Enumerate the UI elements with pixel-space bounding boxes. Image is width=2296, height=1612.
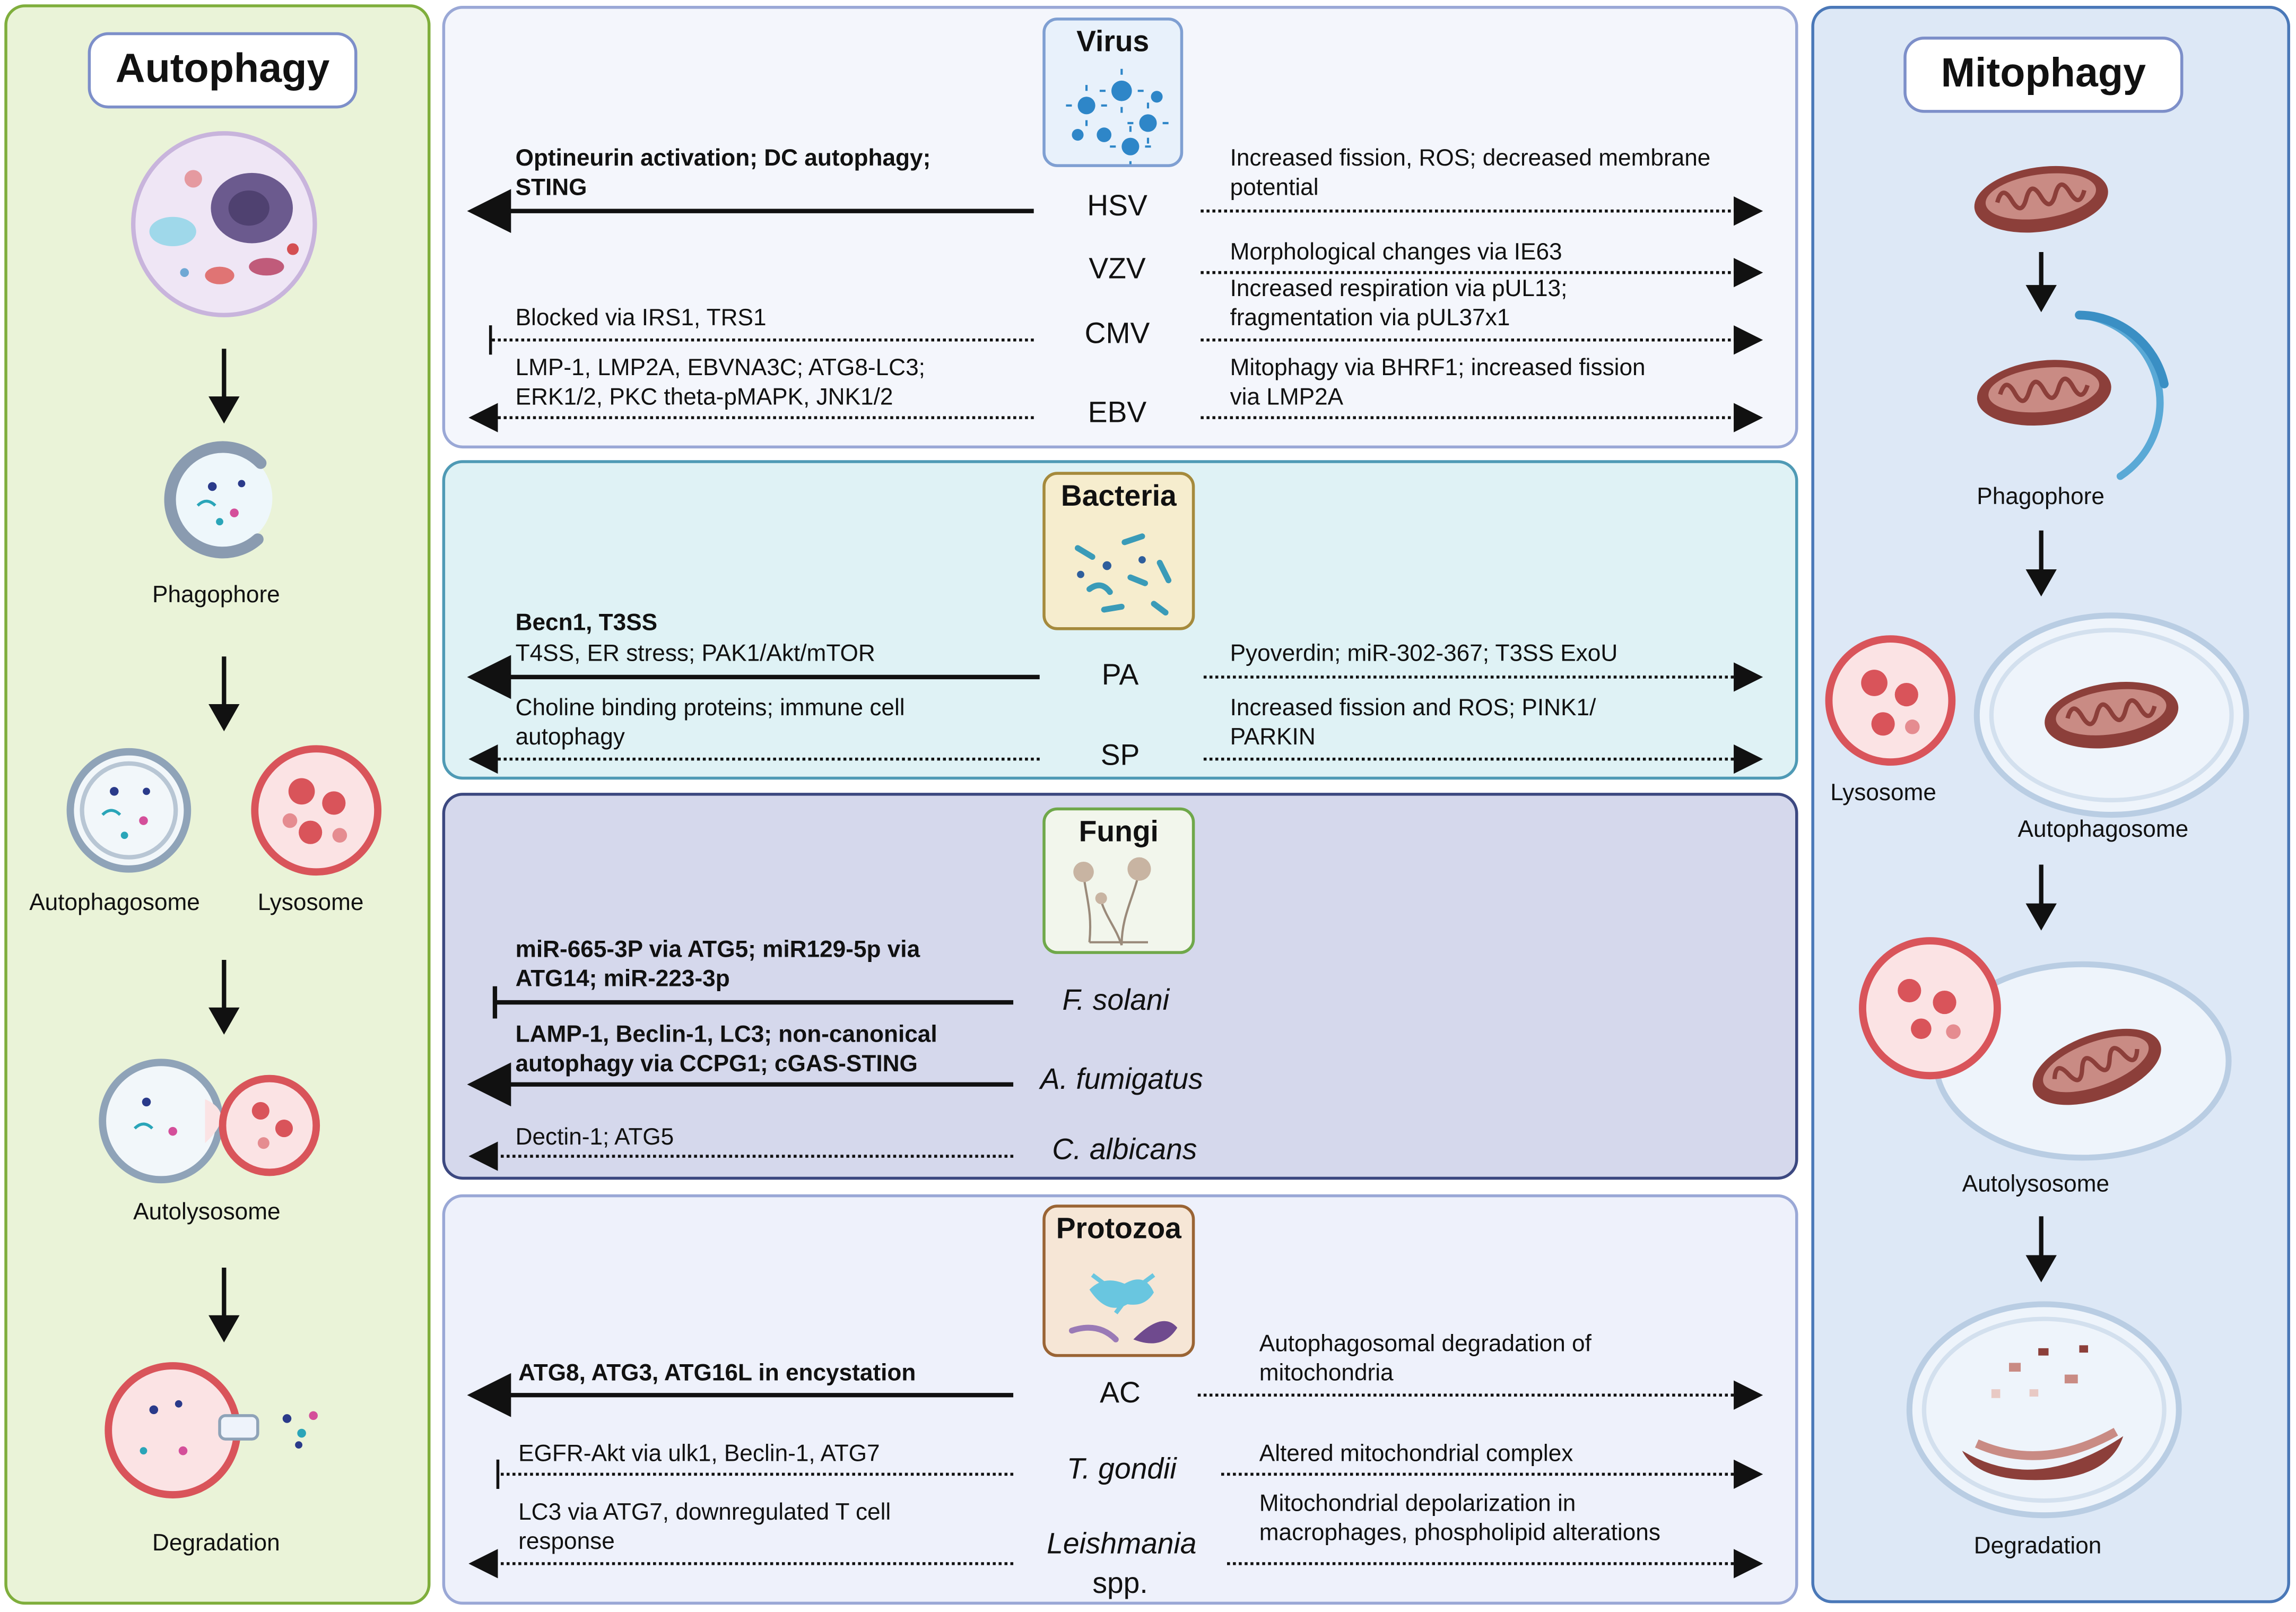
bacteria-icon: [1074, 533, 1172, 616]
mitophagy-degradation-label: Degradation: [1973, 1534, 2102, 1559]
autolysosome-icon: [99, 1059, 320, 1184]
f-solani-autophagy-text-2: ATG14; miR-223-3p: [515, 967, 730, 992]
mitophagy-lysosome-icon: [1825, 635, 1956, 766]
t-gondii-mitophagy-text-1: Altered mitochondrial complex: [1259, 1442, 1573, 1467]
protozoa-name-leishmania: Leishmania: [1047, 1528, 1197, 1561]
pa-autophagy-text-1: Becn1, T3SS: [515, 611, 658, 636]
mitophagy-title: Mitophagy: [1903, 37, 2184, 113]
virus-name-vzv: VZV: [1089, 253, 1146, 286]
autophagy-illustrations: [66, 131, 382, 1498]
protozoa-category-box: Protozoa: [1042, 1204, 1195, 1357]
lysosome-icon: [251, 745, 382, 876]
leishmania-mitophagy-text-1: Mitochondrial depolarization in: [1259, 1492, 1576, 1517]
mitophagy-degradation-icon: [1906, 1301, 2182, 1519]
f-solani-autophagy-text-1: miR-665-3P via ATG5; miR129-5p via: [515, 938, 920, 963]
bacteria-category-box: Bacteria: [1042, 472, 1195, 630]
autophagy-lysosome-label: Lysosome: [257, 891, 364, 916]
ac-autophagy-text-1: ATG8, ATG3, ATG16L in encystation: [518, 1361, 916, 1386]
fungi-name-a-fumigatus: A. fumigatus: [1040, 1064, 1203, 1096]
autophagy-autophagosome-label: Autophagosome: [29, 891, 200, 916]
ebv-mitophagy-text-2: via LMP2A: [1230, 385, 1344, 411]
leishmania-autophagy-text-2: response: [518, 1530, 615, 1555]
fungi-name-c-albicans: C. albicans: [1052, 1134, 1197, 1167]
mitophagy-lysosome-label: Lysosome: [1830, 781, 1936, 806]
autophagy-title: Autophagy: [88, 32, 358, 109]
cmv-autophagy-text-1: Blocked via IRS1, TRS1: [515, 306, 767, 332]
t-gondii-autophagy-text-1: EGFR-Akt via ulk1, Beclin-1, ATG7: [518, 1442, 880, 1467]
ebv-autophagy-text-2: ERK1/2, PKC theta-pMAPK, JNK1/2: [515, 385, 893, 411]
bacteria-name-pa: PA: [1101, 659, 1139, 692]
protozoa-name-t-gondii: T. gondii: [1066, 1453, 1177, 1486]
leishmania-autophagy-text-1: LC3 via ATG7, downregulated T cell: [518, 1501, 891, 1526]
sp-mitophagy-text-1: Increased fission and ROS; PINK1/: [1230, 696, 1596, 721]
pa-mitophagy-text-1: Pyoverdin; miR-302-367; T3SS ExoU: [1230, 642, 1618, 667]
vzv-mitophagy-text-1: Morphological changes via IE63: [1230, 240, 1562, 265]
fungi-name-f-solani: F. solani: [1062, 984, 1170, 1017]
sp-autophagy-text-2: autophagy: [515, 725, 625, 751]
a-fumigatus-autophagy-text-2: autophagy via CCPG1; cGAS-STING: [515, 1052, 918, 1077]
mitophagy-autolysosome-label: Autolysosome: [1962, 1172, 2110, 1198]
protozoa-name-leishmania-spp: spp.: [1092, 1568, 1148, 1600]
pa-autophagy-text-2: T4SS, ER stress; PAK1/Akt/mTOR: [515, 642, 875, 667]
leishmania-mitophagy-text-2: macrophages, phospholipid alterations: [1259, 1521, 1660, 1546]
mitophagy-phagophore-label: Phagophore: [1977, 485, 2104, 510]
ebv-mitophagy-text-1: Mitophagy via BHRF1; increased fission: [1230, 356, 1646, 382]
virus-category-box: Virus: [1042, 18, 1184, 167]
virus-name-cmv: CMV: [1084, 318, 1150, 351]
sp-mitophagy-text-2: PARKIN: [1230, 725, 1316, 751]
mitophagy-autophagosome-icon: [1973, 612, 2249, 818]
autophagy-phagophore-label: Phagophore: [152, 583, 280, 609]
a-fumigatus-autophagy-text-1: LAMP-1, Beclin-1, LC3; non-canonical: [515, 1022, 937, 1048]
degradation-icon: [105, 1362, 318, 1498]
sp-autophagy-text-1: Choline binding proteins; immune cell: [515, 696, 905, 721]
autophagy-degradation-label: Degradation: [152, 1531, 280, 1557]
bacteria-name-sp: SP: [1100, 740, 1140, 773]
mitophagy-phagophore-icon: [1974, 310, 2169, 480]
virus-name-hsv: HSV: [1087, 190, 1147, 223]
ebv-autophagy-text-1: LMP-1, LMP2A, EBVNA3C; ATG8-LC3;: [515, 356, 925, 382]
c-albicans-autophagy-text-1: Dectin-1; ATG5: [515, 1125, 674, 1151]
virus-icon: [1066, 68, 1169, 164]
fungi-category-box: Fungi: [1042, 807, 1195, 954]
fungi-icon: [1073, 857, 1151, 946]
protozoa-icon: [1068, 1273, 1178, 1344]
hsv-mitophagy-text-1: Increased fission, ROS; decreased membra…: [1230, 146, 1711, 172]
hsv-autophagy-text-1: Optineurin activation; DC autophagy;: [515, 146, 931, 172]
protozoa-name-ac: AC: [1100, 1377, 1141, 1410]
ac-mitophagy-text-2: mitochondria: [1259, 1361, 1394, 1386]
autophagosome-icon: [66, 748, 192, 873]
autophagy-autolysosome-label: Autolysosome: [133, 1200, 281, 1225]
virus-name-ebv: EBV: [1088, 397, 1147, 430]
hsv-autophagy-text-2: STING: [515, 176, 587, 201]
mitophagy-autolysosome-icon: [1859, 937, 2232, 1161]
cmv-mitophagy-text-2: fragmentation via pUL37x1: [1230, 306, 1510, 332]
hsv-mitophagy-text-2: potential: [1230, 176, 1319, 201]
phagophore-icon: [164, 441, 273, 559]
ac-mitophagy-text-1: Autophagosomal degradation of: [1259, 1332, 1591, 1357]
cmv-mitophagy-text-1: Increased respiration via pUL13;: [1230, 276, 1568, 302]
cell-icon: [131, 131, 317, 317]
mitophagy-autophagosome-label: Autophagosome: [2017, 818, 2189, 843]
